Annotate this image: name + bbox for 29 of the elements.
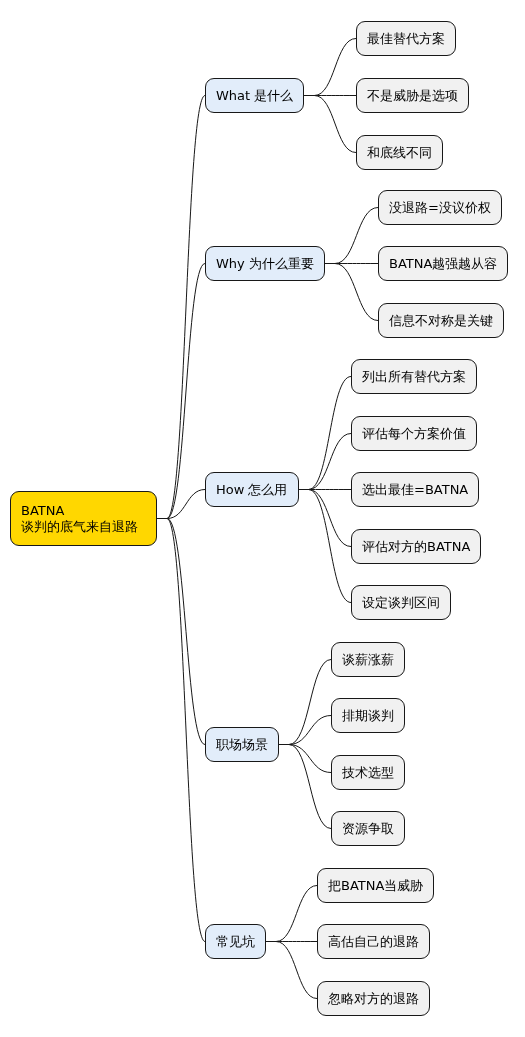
connector-line [278, 744, 332, 829]
subtopic-box: 信息不对称是关键 [378, 303, 504, 338]
branch-topic-box: 职场场景 [205, 727, 279, 762]
subtopic-box: 高估自己的退路 [317, 924, 430, 959]
subtopic-box: 选出最佳=BATNA [351, 472, 480, 507]
subtopic-box: 没退路=没议价权 [378, 190, 502, 225]
subtopic-box: 列出所有替代方案 [351, 359, 477, 394]
subtopic-box: 忽略对方的退路 [317, 981, 430, 1016]
subtopic-box: 技术选型 [331, 755, 405, 790]
branch-topic-box: Why 为什么重要 [205, 246, 325, 281]
subtopic-box: 最佳替代方案 [356, 21, 456, 56]
root-topic-box: BATNA 谈判的底气来自退路 [10, 491, 157, 546]
subtopic-box: 不是威胁是选项 [356, 78, 469, 113]
subtopic-box: 评估每个方案价值 [351, 416, 477, 451]
subtopic-box: 和底线不同 [356, 135, 443, 170]
connector-line [298, 489, 352, 603]
subtopic-box: 设定谈判区间 [351, 585, 451, 620]
connector-line [303, 95, 357, 153]
branch-topic-box: What 是什么 [205, 78, 305, 113]
subtopic-box: 把BATNA当威胁 [317, 868, 435, 903]
subtopic-box: BATNA越强越从容 [378, 246, 509, 281]
connector-line [265, 941, 318, 999]
branch-topic-box: How 怎么用 [205, 472, 299, 507]
branch-topic-box: 常见坑 [205, 924, 266, 959]
connector-line [324, 263, 379, 321]
subtopic-box: 评估对方的BATNA [351, 529, 482, 564]
subtopic-box: 排期谈判 [331, 698, 405, 733]
subtopic-box: 谈薪涨薪 [331, 642, 405, 677]
subtopic-box: 资源争取 [331, 811, 405, 846]
